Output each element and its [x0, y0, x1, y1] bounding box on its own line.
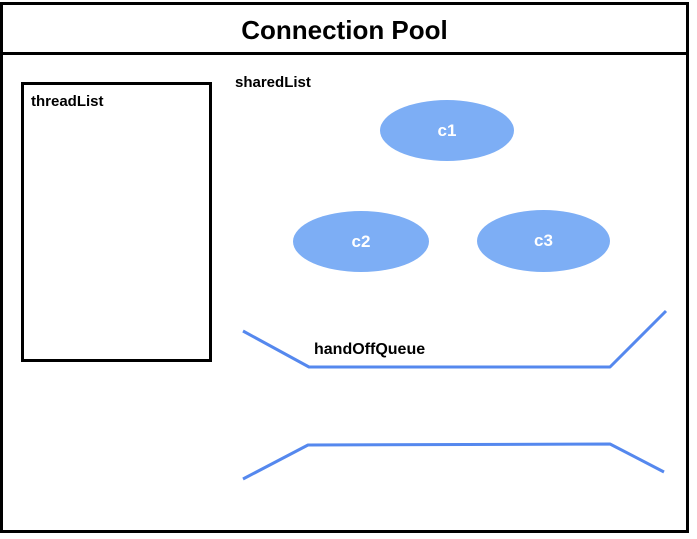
- connection-node-c1: c1: [380, 100, 514, 161]
- connection-node-c3: c3: [477, 210, 610, 272]
- shared-list-label: sharedList: [235, 74, 311, 91]
- connection-node-c2: c2: [293, 211, 429, 272]
- handoff-queue-label: handOffQueue: [314, 341, 426, 358]
- thread-list-label: threadList: [31, 93, 104, 110]
- connection-node-c2-label: c2: [351, 231, 371, 251]
- connection-node-c1-label: c1: [437, 120, 457, 140]
- thread-list-box: threadList: [21, 82, 212, 362]
- diagram-title: Connection Pool: [3, 5, 686, 55]
- connection-node-c3-label: c3: [534, 231, 553, 250]
